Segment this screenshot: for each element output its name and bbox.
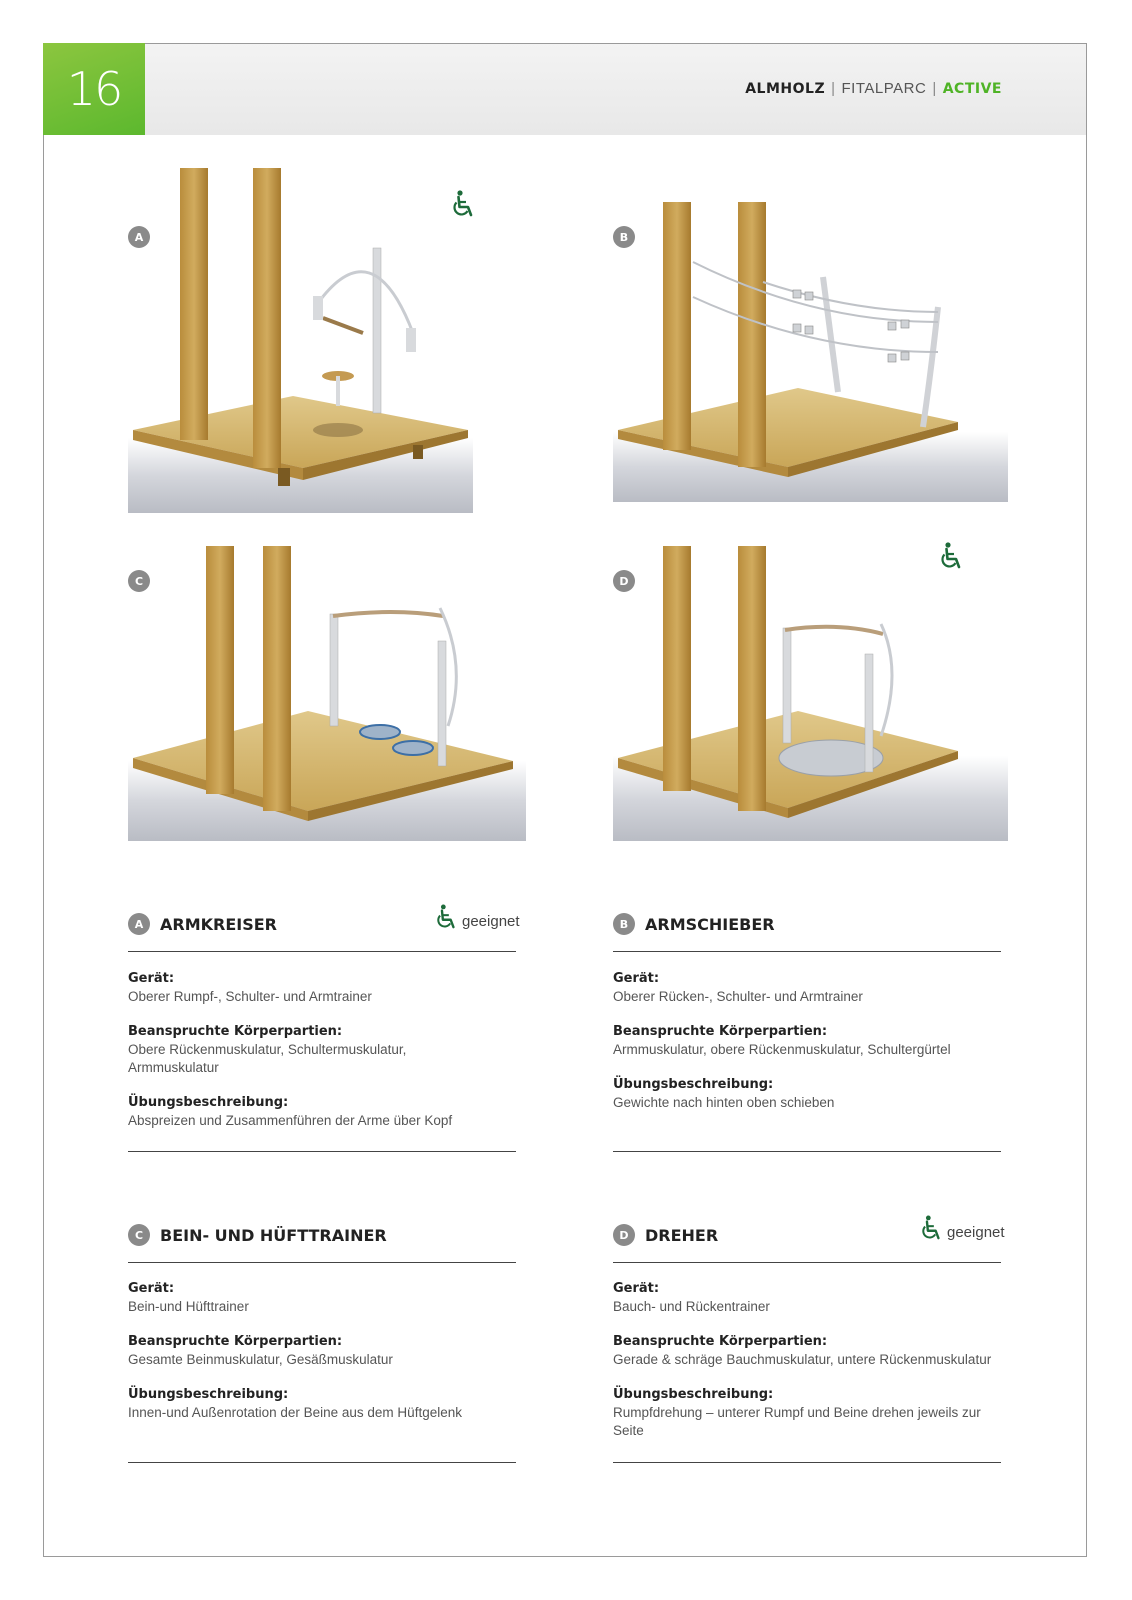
body-parts-text: Armmuskulatur, obere Rückenmuskulatur, S… [613,1042,951,1057]
exercise-text: Rumpfdrehung – unterer Rumpf und Beine d… [613,1405,981,1438]
equipment-details-a: Gerät: Oberer Rumpf-, Schulter- und Armt… [128,970,523,1147]
device-text: Oberer Rücken-, Schulter- und Armtrainer [613,989,863,1004]
body-parts-text: Gesamte Beinmuskulatur, Gesäßmuskulatur [128,1352,393,1367]
divider [613,1262,1001,1263]
equipment-name: ARMSCHIEBER [645,914,775,934]
wheelchair-suitable-d: geeignet [921,1215,1005,1241]
body-parts-text: Obere Rückenmuskulatur, Schultermuskulat… [128,1042,407,1075]
brand-name: ALMHOLZ [745,81,826,97]
exercise-text: Gewichte nach hinten oben schieben [613,1095,835,1110]
badge-a-image: A [128,226,150,248]
illustration-armschieber [613,202,1008,502]
badge-c-image: C [128,570,150,592]
wheelchair-icon [437,904,455,929]
device-text: Bauch- und Rückentrainer [613,1299,770,1314]
badge-c: C [128,1224,150,1246]
badge-b-image: B [613,226,635,248]
divider [613,1151,1001,1152]
divider [128,1462,516,1463]
badge-b: B [613,913,635,935]
device-text: Oberer Rumpf-, Schulter- und Armtrainer [128,989,372,1004]
body-parts-text: Gerade & schräge Bauchmuskulatur, untere… [613,1352,992,1367]
wheelchair-suitable-a: geeignet [436,904,520,930]
wheelchair-icon [922,1215,940,1240]
exercise-text: Abspreizen und Zusammenführen der Arme ü… [128,1113,453,1128]
section-title-a: A ARMKREISER [128,913,277,935]
section-title-d: D DREHER [613,1224,718,1246]
badge-d-image: D [613,570,635,592]
divider [613,1462,1001,1463]
illustration-bein-hufttrainer [128,546,526,841]
wheelchair-icon [453,190,473,217]
divider [128,1151,516,1152]
badge-a: A [128,913,150,935]
equipment-name: ARMKREISER [160,914,277,934]
illustration-dreher [613,546,1008,841]
section-title-c: C BEIN- UND HÜFTTRAINER [128,1224,387,1246]
product-line: FITALPARC [841,80,927,97]
page-header [43,43,1087,135]
equipment-details-c: Gerät: Bein-und Hüfttrainer Beanspruchte… [128,1280,523,1439]
page-frame [43,43,1087,1557]
divider [128,1262,516,1263]
equipment-details-d: Gerät: Bauch- und Rückentrainer Beanspru… [613,1280,1008,1457]
badge-d: D [613,1224,635,1246]
illustration-armkreiser [128,168,473,513]
page-number: 16 [43,43,145,135]
wheelchair-icon [941,542,961,569]
section-title-b: B ARMSCHIEBER [613,913,775,935]
series-name: ACTIVE [942,81,1002,97]
equipment-details-b: Gerät: Oberer Rücken-, Schulter- und Arm… [613,970,1008,1129]
equipment-name: DREHER [645,1225,719,1245]
device-text: Bein-und Hüfttrainer [128,1299,249,1314]
equipment-name: BEIN- UND HÜFTTRAINER [160,1225,387,1245]
divider [128,951,516,952]
exercise-text: Innen-und Außenrotation der Beine aus de… [128,1405,462,1420]
divider [613,951,1001,952]
brand-line: ALMHOLZ|FITALPARC|ACTIVE [745,80,1002,97]
